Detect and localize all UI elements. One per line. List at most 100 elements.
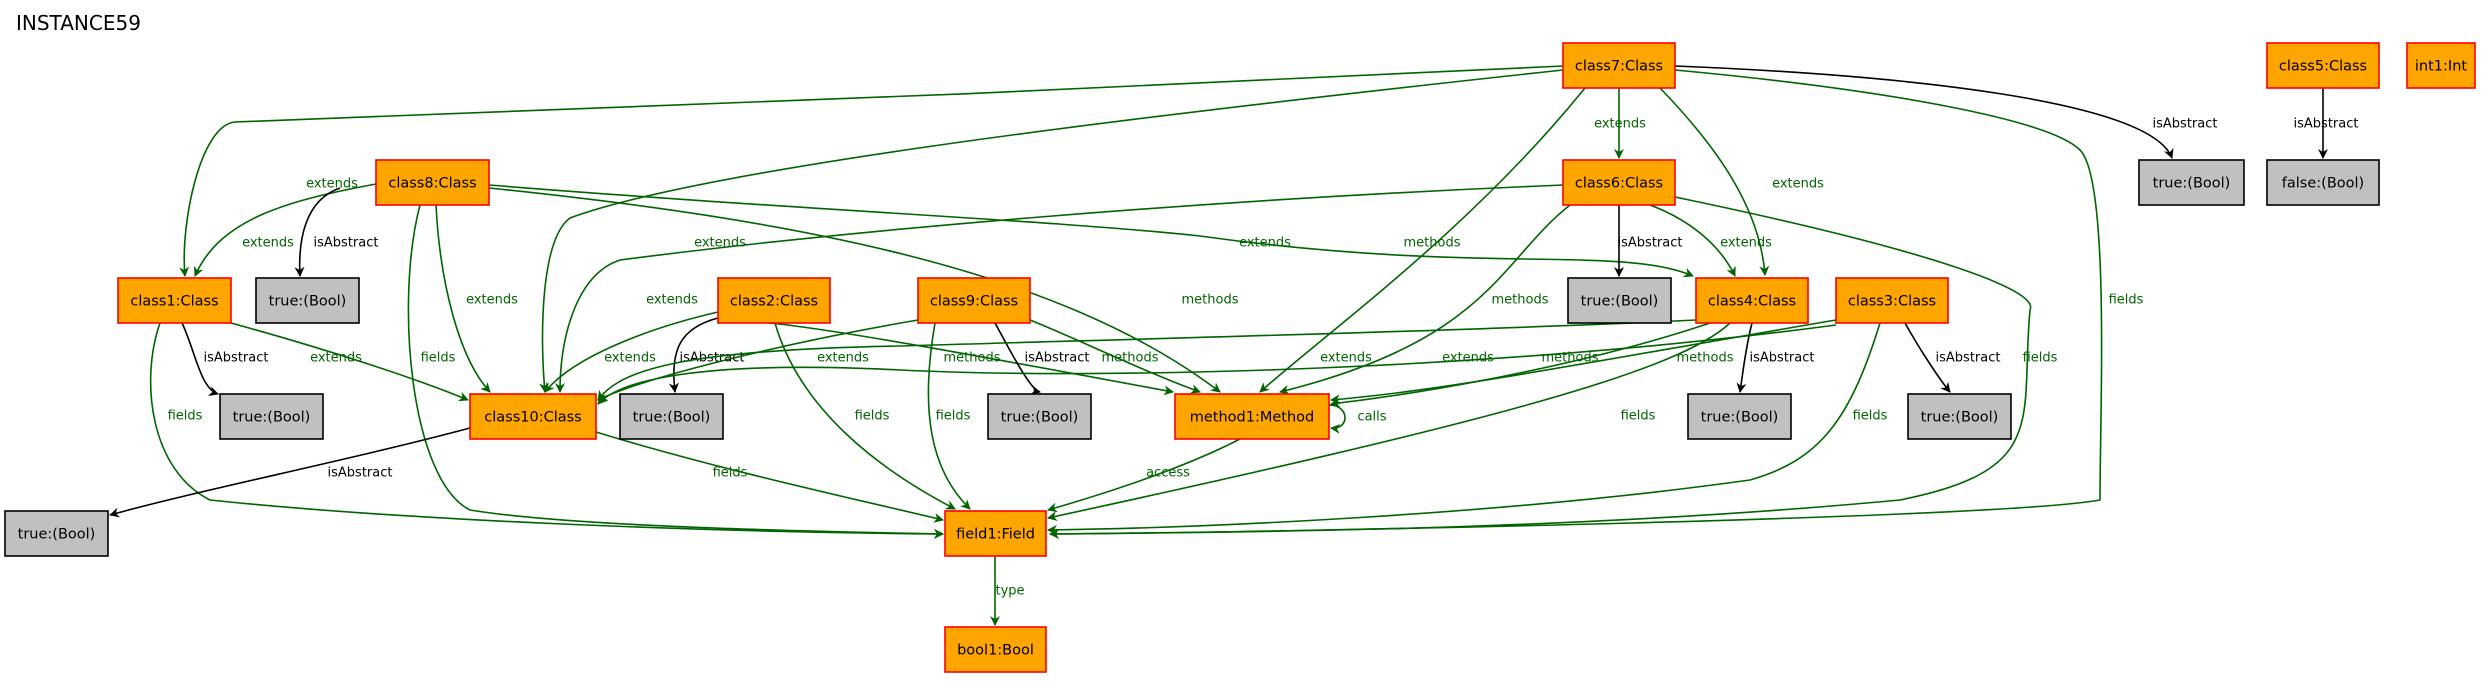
- edge-label: fields: [713, 466, 748, 481]
- edge-line: [1330, 319, 1837, 405]
- edge-line: [407, 204, 944, 539]
- node-class1[interactable]: class1:Class: [117, 277, 232, 324]
- class-node-box: [944, 510, 1047, 557]
- edge-label: fields: [421, 351, 456, 366]
- edge-line: [1736, 322, 1753, 393]
- class-node-box: [2266, 42, 2380, 89]
- edge-class9-to-b9: isAbstract: [994, 322, 1090, 396]
- edge-label: methods: [1677, 351, 1734, 366]
- edge-method1-to-method1: calls: [1328, 404, 1387, 434]
- edge-label: fields: [1853, 409, 1888, 424]
- edge-line: [435, 204, 491, 393]
- edge-class9-to-method1: methods: [1029, 319, 1201, 394]
- edge-class8-to-class10: extends: [435, 204, 518, 393]
- edge-class3-to-field1: fields: [1047, 322, 1888, 535]
- node-b7[interactable]: true:(Bool): [2138, 159, 2245, 206]
- edge-label: isAbstract: [1025, 351, 1090, 366]
- edge-class10-to-field1: fields: [595, 431, 944, 523]
- node-class5[interactable]: class5:Class: [2266, 42, 2380, 89]
- node-label: true:(Bool): [18, 527, 96, 543]
- edge-line: [1049, 196, 2032, 539]
- node-label: class7:Class: [1575, 59, 1663, 75]
- node-label: bool1:Bool: [957, 643, 1034, 659]
- edge-class7-to-method1: methods: [1259, 87, 1586, 393]
- node-label: false:(Bool): [2282, 176, 2364, 192]
- edge-class4-to-b4: isAbstract: [1736, 322, 1814, 393]
- node-class4[interactable]: class4:Class: [1695, 277, 1809, 324]
- node-label: true:(Bool): [2153, 176, 2231, 192]
- class-node-box: [917, 277, 1031, 324]
- node-b8[interactable]: true:(Bool): [255, 277, 360, 324]
- node-class3[interactable]: class3:Class: [1835, 277, 1949, 324]
- node-b2[interactable]: true:(Bool): [619, 393, 724, 440]
- class-node-box: [1562, 159, 1676, 206]
- edge-label: extends: [1594, 117, 1646, 132]
- edge-class2-to-method1: methods: [769, 322, 1174, 396]
- edge-label: extends: [604, 351, 656, 366]
- node-label: true:(Bool): [1001, 410, 1079, 426]
- node-class7[interactable]: class7:Class: [1562, 42, 1676, 89]
- node-class6[interactable]: class6:Class: [1562, 159, 1676, 206]
- edge-line: [668, 317, 719, 393]
- edge-class3-to-b3: isAbstract: [1904, 322, 2000, 393]
- value-node-box: [619, 393, 724, 440]
- node-class10[interactable]: class10:Class: [469, 393, 597, 440]
- node-class9[interactable]: class9:Class: [917, 277, 1031, 324]
- node-int1[interactable]: int1:Int: [2406, 42, 2476, 89]
- node-method1[interactable]: method1:Method: [1174, 393, 1330, 440]
- node-b3[interactable]: true:(Bool): [1907, 393, 2012, 440]
- diagram-title: INSTANCE59: [16, 11, 141, 35]
- node-class2[interactable]: class2:Class: [717, 277, 831, 324]
- edge-label: isAbstract: [1618, 236, 1683, 251]
- edge-line: [544, 311, 719, 393]
- node-label: method1:Method: [1190, 410, 1315, 426]
- edge-class8-to-class1: extends: [193, 183, 377, 277]
- value-node-box: [2138, 159, 2245, 206]
- edge-label: methods: [1182, 293, 1239, 308]
- node-label: class6:Class: [1575, 176, 1663, 192]
- edge-line: [555, 184, 1564, 393]
- edge-field1-to-bool1: type: [990, 556, 1025, 626]
- edge-label: isAbstract: [2153, 117, 2218, 132]
- edge-class2-to-b2: isAbstract: [668, 317, 744, 393]
- edge-line: [1328, 404, 1346, 434]
- edge-line: [927, 322, 971, 510]
- edge-label: extends: [1320, 351, 1372, 366]
- edge-line: [1259, 87, 1586, 393]
- edge-line: [1029, 319, 1201, 394]
- node-b9[interactable]: true:(Bool): [987, 393, 1092, 440]
- edge-label: access: [1146, 466, 1190, 481]
- node-label: true:(Bool): [1581, 294, 1659, 310]
- edge-line: [488, 187, 1221, 393]
- node-b6[interactable]: true:(Bool): [1567, 277, 1672, 324]
- edge-class9-to-class10: extends: [597, 319, 919, 401]
- edge-method1-to-field1: access: [1047, 438, 1241, 513]
- node-label: class8:Class: [388, 176, 476, 192]
- value-node-box: [987, 393, 1092, 440]
- edge-line: [193, 183, 377, 277]
- node-class8[interactable]: class8:Class: [375, 159, 490, 206]
- class-node-box: [1835, 277, 1949, 324]
- edge-class6-to-class10: extends: [555, 184, 1564, 393]
- edge-label: extends: [242, 236, 294, 251]
- node-b1[interactable]: true:(Bool): [219, 393, 324, 440]
- node-b5[interactable]: false:(Bool): [2266, 159, 2380, 206]
- node-b10[interactable]: true:(Bool): [4, 510, 109, 557]
- edge-class8-to-b8: isAbstract: [294, 187, 378, 277]
- edge-class4-to-method1: methods: [1330, 322, 1711, 408]
- edge-line: [294, 187, 341, 277]
- edge-line: [488, 184, 1694, 278]
- node-b4[interactable]: true:(Bool): [1687, 393, 1792, 440]
- node-field1[interactable]: field1:Field: [944, 510, 1047, 557]
- node-label: class10:Class: [484, 410, 581, 426]
- class-node-box: [375, 159, 490, 206]
- edge-class7-to-b7: isAbstract: [1674, 65, 2218, 159]
- node-bool1[interactable]: bool1:Bool: [944, 626, 1047, 673]
- class-node-box: [1562, 42, 1676, 89]
- edge-label: extends: [1720, 236, 1772, 251]
- edge-line: [149, 322, 944, 539]
- node-label: class5:Class: [2279, 59, 2367, 75]
- class-node-box: [1174, 393, 1330, 440]
